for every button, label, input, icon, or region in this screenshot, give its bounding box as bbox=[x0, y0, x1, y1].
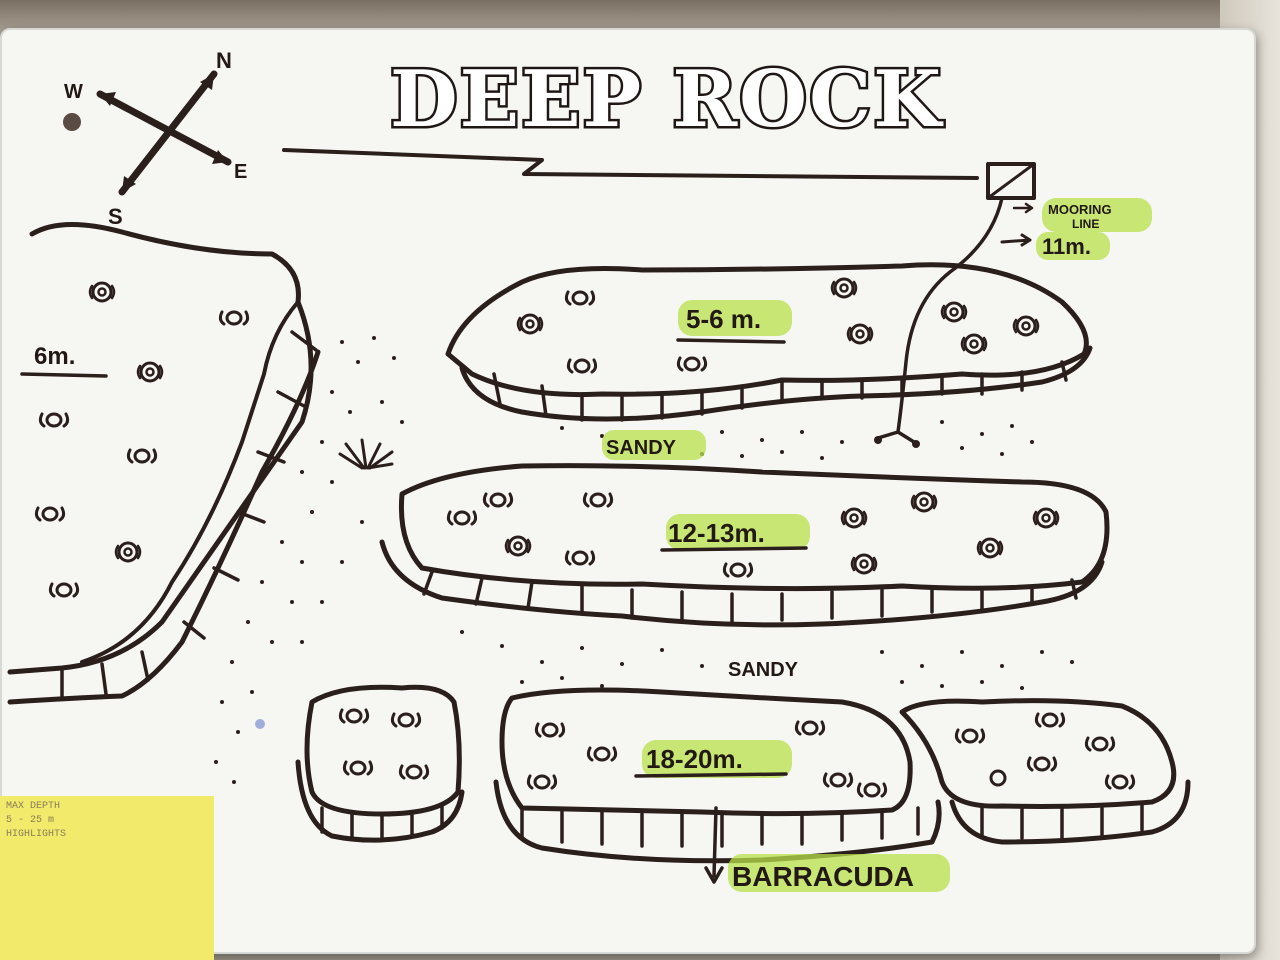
coral-icon bbox=[976, 537, 1004, 559]
depth-label-upper-reef: 5-6 m. bbox=[686, 304, 761, 334]
compass-axis-we bbox=[96, 90, 232, 166]
compass-e: E bbox=[234, 161, 247, 183]
coral-icon bbox=[960, 333, 988, 355]
arrow-west-icon bbox=[100, 92, 116, 106]
highlight-mooring bbox=[1042, 198, 1152, 232]
compass-w: W bbox=[64, 81, 83, 103]
lower-right-reef bbox=[899, 698, 1191, 845]
coral-icon bbox=[794, 720, 826, 736]
coral-icon bbox=[342, 760, 374, 776]
title-underline bbox=[282, 148, 979, 180]
coral-icon bbox=[840, 507, 868, 529]
coral-icon bbox=[1012, 315, 1040, 337]
coral-icon bbox=[1084, 736, 1116, 752]
sticker-line: MAX DEPTH bbox=[6, 801, 61, 812]
coral-icon bbox=[398, 764, 430, 780]
coral-icon bbox=[676, 356, 708, 372]
coral-icon bbox=[822, 772, 854, 788]
compass-axis-ns bbox=[118, 70, 218, 196]
coral-icon bbox=[516, 313, 544, 335]
middle-reef bbox=[379, 463, 1110, 628]
coral-icon bbox=[114, 541, 142, 563]
highlight-upper bbox=[678, 300, 792, 336]
coral-icon bbox=[1104, 774, 1136, 790]
compass-rose: N W E S bbox=[64, 48, 247, 229]
compass-s: S bbox=[108, 204, 123, 229]
sand-label-upper: SANDY bbox=[606, 437, 677, 459]
sand-dots-upper bbox=[560, 420, 1034, 460]
coral-icon bbox=[910, 491, 938, 513]
arrow-south-icon bbox=[122, 176, 136, 192]
coral-icon bbox=[338, 708, 370, 724]
west-wall-reef bbox=[7, 222, 321, 705]
dive-site-card: DEEP ROCK N W E S 6m. bbox=[0, 28, 1256, 954]
barracuda-pointer bbox=[704, 806, 724, 884]
coral-icon bbox=[830, 277, 858, 299]
sticker-line: 5 - 25 m bbox=[6, 815, 55, 826]
coral-icon bbox=[564, 550, 596, 566]
highlight-sandy-1 bbox=[602, 430, 706, 460]
coral-icon bbox=[850, 553, 878, 575]
arrow-east-icon bbox=[212, 150, 228, 164]
coral-icon bbox=[940, 301, 968, 323]
coral-icon bbox=[482, 492, 514, 508]
coral-icon bbox=[564, 290, 596, 306]
mooring-depth: 11m. bbox=[1042, 234, 1091, 259]
dive-map: DEEP ROCK N W E S 6m. bbox=[7, 48, 1191, 892]
depth-label-lower-reef: 18-20m. bbox=[646, 744, 743, 774]
lower-left-reef bbox=[295, 684, 465, 843]
depth-label-west-wall: 6m. bbox=[34, 343, 75, 370]
coral-icon bbox=[846, 323, 874, 345]
coral-icon bbox=[88, 281, 116, 303]
coral-icon bbox=[48, 582, 80, 598]
barracuda-label: BARRACUDA bbox=[732, 861, 914, 892]
arrow-down-icon bbox=[704, 866, 724, 884]
coral-icon bbox=[1032, 507, 1060, 529]
highlight-mooring-depth bbox=[1036, 232, 1110, 260]
lower-reef bbox=[493, 687, 942, 864]
highlight-middle bbox=[666, 514, 810, 550]
coral-icon bbox=[126, 448, 158, 464]
coral-icon bbox=[38, 412, 70, 428]
map-title: DEEP ROCK bbox=[390, 54, 944, 145]
highlight-lower bbox=[642, 740, 792, 778]
coral-icon bbox=[856, 782, 888, 798]
coral-icon bbox=[34, 506, 66, 522]
coral-icon bbox=[390, 712, 422, 728]
buoy-icon bbox=[986, 162, 1036, 200]
coral-icon bbox=[954, 728, 986, 744]
pin-hole bbox=[63, 113, 81, 131]
coral-icon bbox=[566, 358, 598, 374]
ink-mark bbox=[255, 719, 265, 729]
coral-icon bbox=[526, 774, 558, 790]
coral-icon bbox=[586, 746, 618, 762]
coral-icon bbox=[218, 310, 250, 326]
sand-dots-lower bbox=[460, 630, 1074, 690]
mooring-line bbox=[876, 196, 1004, 444]
arrow-north-icon bbox=[200, 74, 214, 90]
mooring-buoy bbox=[874, 162, 1036, 448]
compass-n: N bbox=[216, 48, 232, 73]
coral-icon bbox=[136, 361, 164, 383]
coral-icon bbox=[722, 562, 754, 578]
highlight-barracuda bbox=[728, 854, 950, 892]
coral-icon bbox=[504, 535, 532, 557]
sand-dots-west bbox=[214, 336, 404, 784]
mooring-label: MOORING bbox=[1048, 202, 1112, 217]
coral-icon bbox=[1026, 756, 1058, 772]
coral-icon bbox=[1034, 712, 1066, 728]
coral-icon bbox=[446, 510, 478, 526]
sand-label-lower: SANDY bbox=[728, 659, 799, 681]
sea-plant-icon bbox=[338, 438, 394, 470]
mooring-label-line2: LINE bbox=[1072, 217, 1099, 231]
coral-icon bbox=[582, 492, 614, 508]
info-sticker: MAX DEPTH 5 - 25 m HIGHLIGHTS bbox=[0, 796, 214, 960]
coral-icon bbox=[534, 722, 566, 738]
sticker-line: HIGHLIGHTS bbox=[6, 829, 67, 840]
depth-label-middle-reef: 12-13m. bbox=[668, 518, 765, 548]
